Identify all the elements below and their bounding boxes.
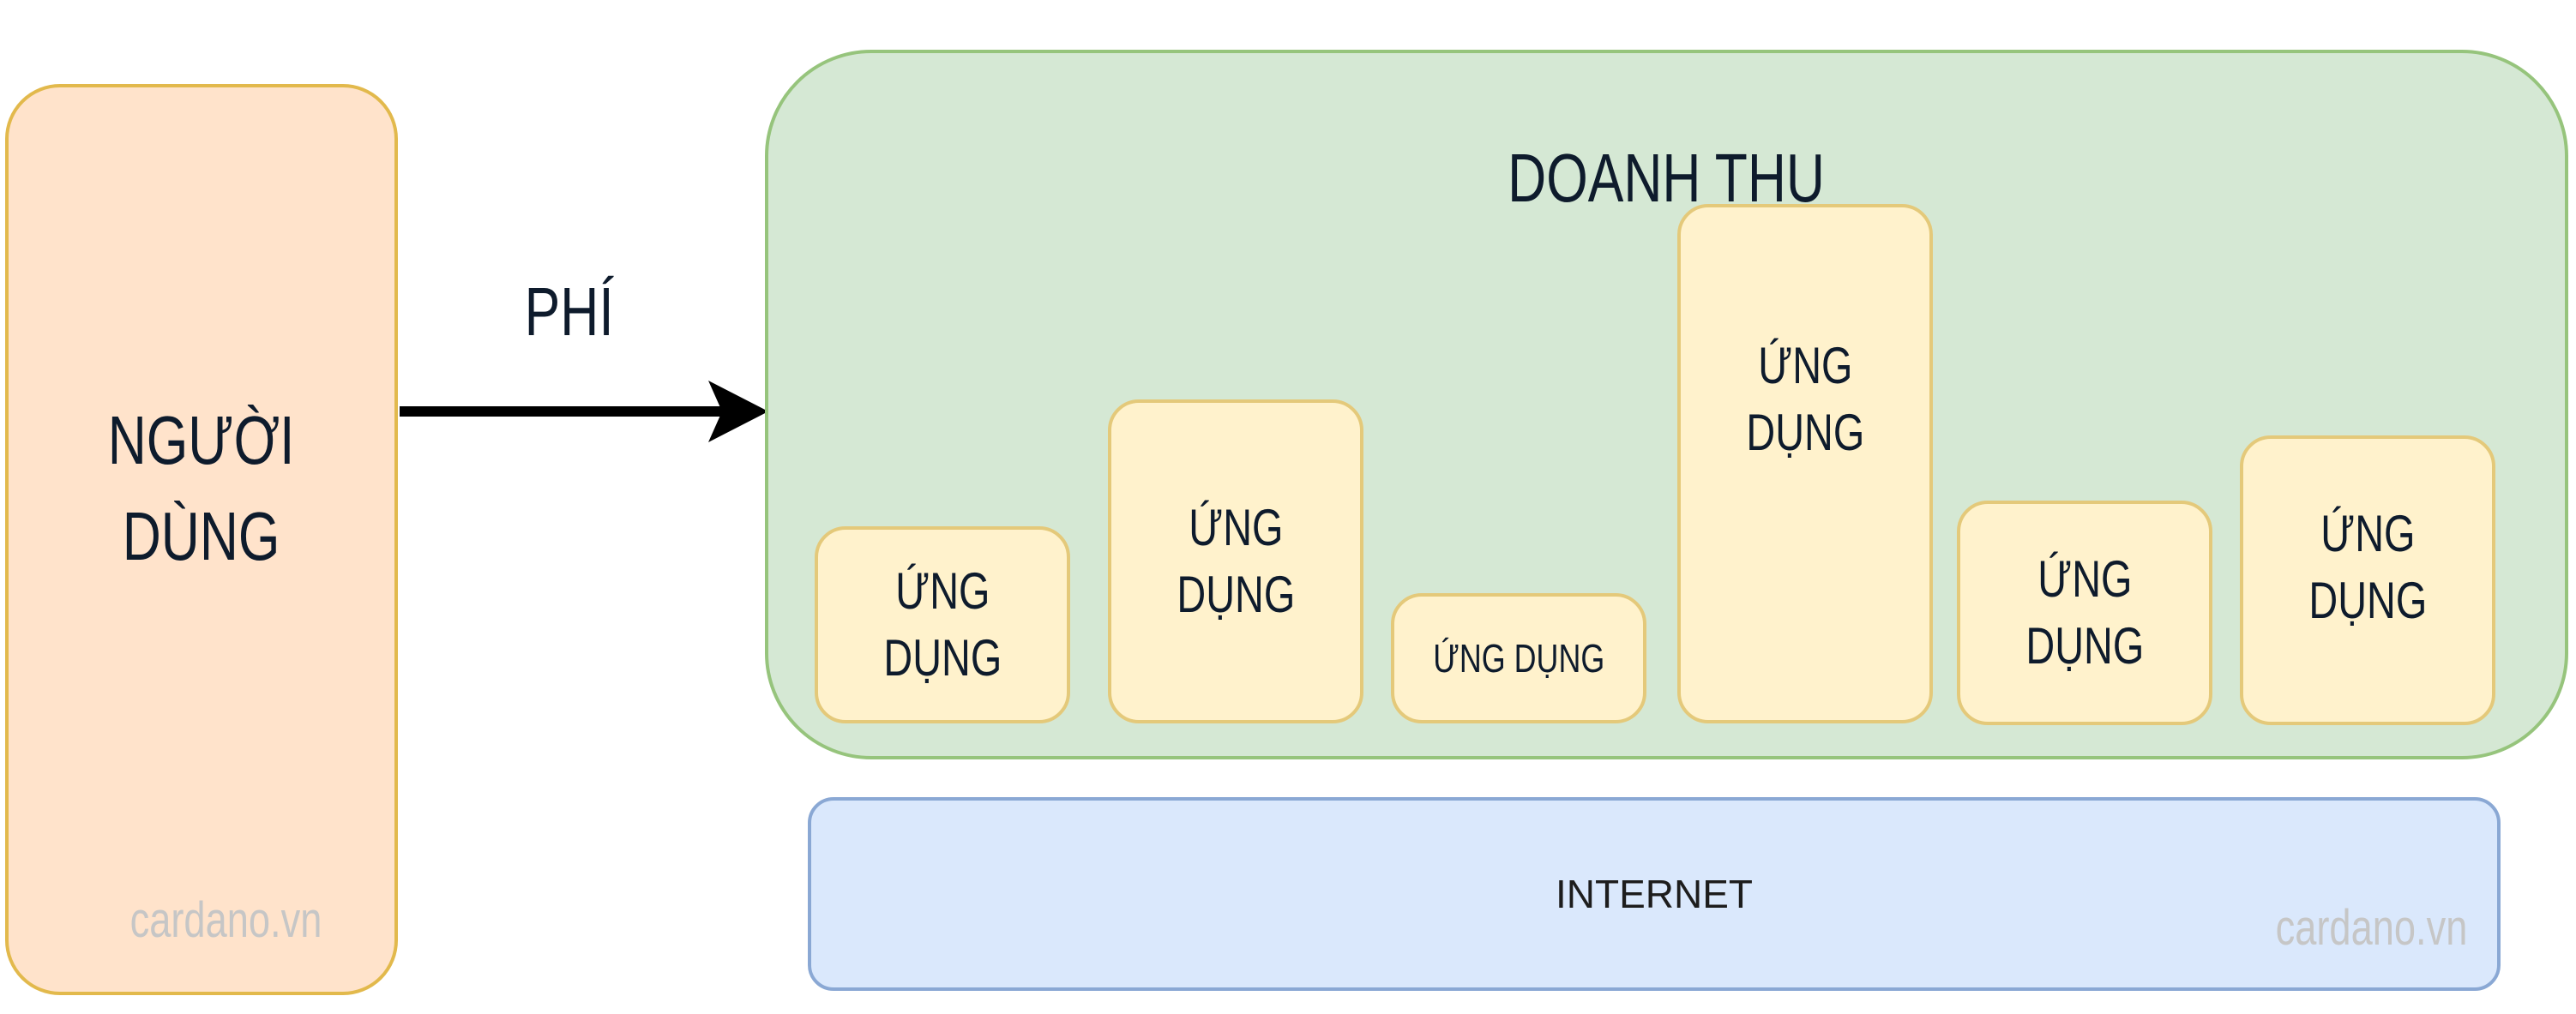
app-box-5: ỨNG DỤNG xyxy=(1957,501,2212,725)
arrow-head xyxy=(708,381,768,442)
app-box-3: ỨNG DỤNG xyxy=(1391,593,1646,723)
user-node-label: NGƯỜI DÙNG xyxy=(81,393,321,585)
watermark-left: cardano.vn xyxy=(129,892,322,948)
app-box-4: ỨNG DỤNG xyxy=(1677,204,1933,723)
watermark-right: cardano.vn xyxy=(2275,900,2468,956)
revenue-title: DOANH THU xyxy=(1508,140,1826,216)
app-box-6: ỨNG DỤNG xyxy=(2240,435,2495,725)
app-box-1: ỨNG DỤNG xyxy=(815,526,1070,723)
app-box-2: ỨNG DỤNG xyxy=(1108,399,1363,723)
fee-label: PHÍ xyxy=(524,273,614,350)
user-label-line2: DÙNG xyxy=(123,497,280,574)
internet-label: INTERNET xyxy=(1556,872,1753,916)
internet-layer: INTERNET xyxy=(808,797,2501,991)
user-node: NGƯỜI DÙNG xyxy=(5,84,398,995)
user-label-line1: NGƯỜI xyxy=(108,401,295,478)
fee-arrow xyxy=(400,381,768,442)
